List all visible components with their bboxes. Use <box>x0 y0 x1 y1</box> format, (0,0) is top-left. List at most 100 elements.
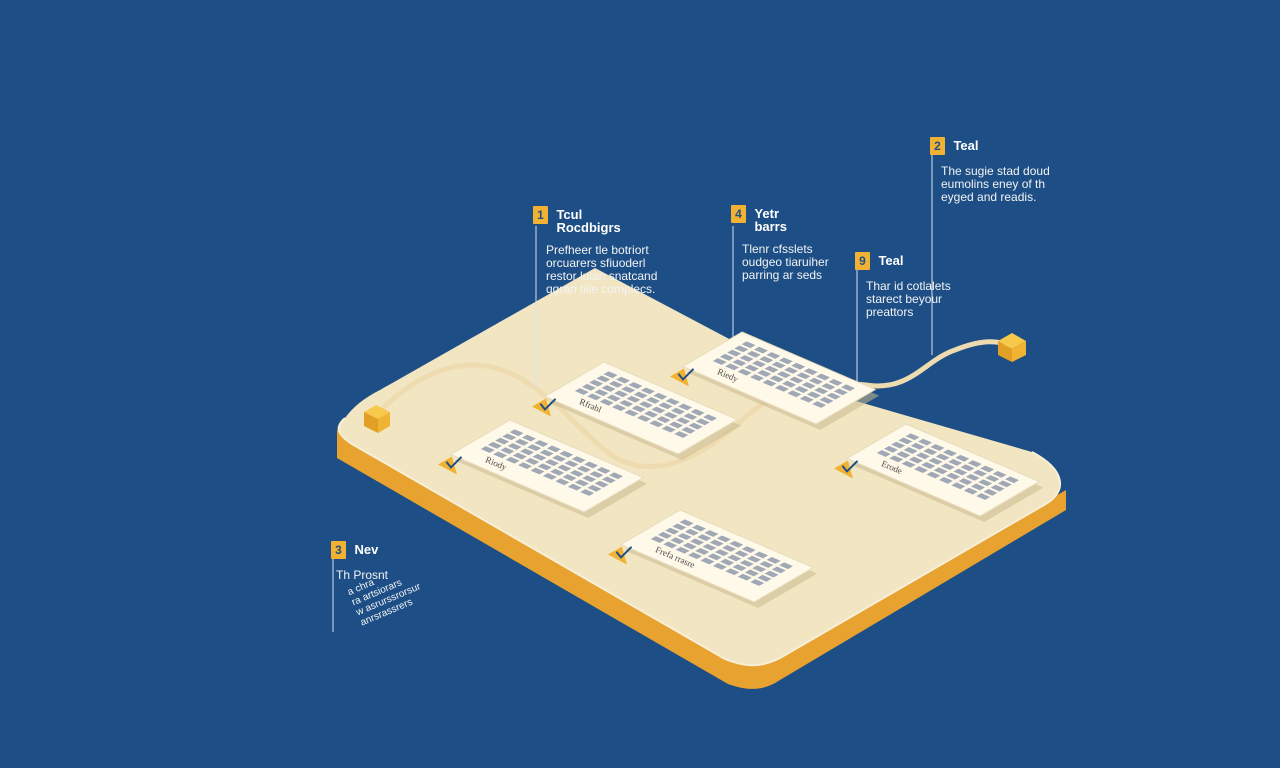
calendar-cell <box>741 341 756 349</box>
calendar-cell <box>891 441 906 449</box>
calendar-cell <box>916 452 930 460</box>
calendar-cell <box>665 527 680 535</box>
platform <box>337 268 1066 689</box>
calendar-cell <box>801 381 816 389</box>
calendar-cell <box>905 433 920 441</box>
calendar-cell <box>951 482 966 490</box>
calendar-cell <box>505 456 520 464</box>
callout-title: Tcul Rocdbigrs <box>556 207 621 235</box>
callout-body: Thar id cotlalets starect beyour preatto… <box>866 279 951 319</box>
calendar-cell <box>764 570 779 578</box>
check-flag <box>531 398 551 417</box>
calendar-cell <box>550 468 565 476</box>
calendar-cell <box>537 463 552 471</box>
calendar-cell <box>750 579 765 586</box>
calendar-cell <box>594 389 609 397</box>
callout-title: Yetr barrs <box>754 206 787 234</box>
calendar-cell <box>658 402 673 410</box>
calendar-cell <box>709 539 724 547</box>
platform-rim <box>337 417 1061 667</box>
calendar-cell <box>814 387 829 395</box>
check-flag <box>607 546 627 565</box>
calendar-cell <box>522 434 536 442</box>
calendar-cell <box>764 365 779 373</box>
schedule-card: Frefa rrasre <box>607 509 818 609</box>
calendar-cell <box>771 361 786 369</box>
callout-title: Teal <box>953 138 979 153</box>
schedule-card: Riedy <box>669 331 880 431</box>
calendar-cell <box>695 418 710 426</box>
calendar-cell <box>663 411 678 419</box>
calendar-cell <box>559 450 574 458</box>
calendar-cell <box>596 375 611 383</box>
calendar-cell <box>732 359 747 367</box>
calendar-cell <box>776 371 791 379</box>
schedule-card: Riody <box>437 419 648 519</box>
calendar-cell <box>651 406 666 414</box>
step-badge: 1 <box>533 206 548 224</box>
calendar-cell <box>674 431 689 438</box>
calendar-cell <box>546 445 561 453</box>
calendar-cell <box>958 478 973 485</box>
calendar-cell <box>599 398 614 406</box>
calendar-cell <box>665 398 680 405</box>
calendar-cell <box>720 353 734 361</box>
callout-body: Prefheer tle botriort orcuarers sfiuoder… <box>546 243 658 296</box>
calendar-cell <box>495 437 510 445</box>
calendar-cell <box>569 469 584 477</box>
calendar-cell <box>946 472 961 480</box>
callout-2: 4 Yetr barrs Tlenr cfsslets oudgeo tiaru… <box>731 205 829 282</box>
calendar-cell <box>759 356 774 364</box>
calendar-cell <box>702 543 717 551</box>
calendar-cell <box>985 475 1000 482</box>
calendar-cell <box>942 449 957 457</box>
calendar-cell <box>638 401 653 409</box>
calendar-cell <box>612 404 627 412</box>
calendar-cell <box>621 386 636 394</box>
calendar-cell <box>692 524 706 532</box>
calendar-cell <box>564 460 579 468</box>
calendar-cell <box>700 557 715 565</box>
calendar-cell <box>514 438 529 446</box>
calendar-cell <box>539 449 554 457</box>
calendar-cell <box>603 371 618 379</box>
callout-4: 2 Teal The sugie stad doud eumolins eney… <box>930 137 1050 204</box>
calendar-cell <box>488 441 502 449</box>
calendar-cell <box>930 444 945 451</box>
calendar-cell <box>707 553 722 561</box>
calendar-cell <box>493 451 508 459</box>
calendar-cell <box>661 425 676 433</box>
calendar-cell <box>884 445 898 453</box>
calendar-cell <box>796 372 811 380</box>
calendar-cell <box>750 374 765 382</box>
calendar-cell <box>672 523 687 531</box>
calendar-cell <box>507 443 522 450</box>
calendar-cell <box>983 488 998 496</box>
check-flag <box>833 460 853 479</box>
calendar-cell <box>744 364 759 372</box>
calendar-cell <box>633 391 648 399</box>
calendar-cell <box>589 471 604 478</box>
calendar-cell <box>889 455 904 463</box>
calendar-cell <box>992 470 1007 478</box>
calendar-cell <box>596 466 611 474</box>
calendar-cell <box>688 422 703 430</box>
calendar-cell <box>525 458 540 465</box>
calendar-cell <box>816 373 831 381</box>
calendar-cell <box>683 413 698 420</box>
calendar-cell <box>1005 476 1019 484</box>
calendar-cell <box>910 442 925 450</box>
step-badge: 4 <box>731 205 746 223</box>
calendar-cell <box>921 462 936 469</box>
calendar-cell <box>769 375 784 383</box>
calendar-cell <box>681 426 696 434</box>
calendar-cell <box>628 382 643 389</box>
step-badge: 9 <box>855 252 870 270</box>
calendar-cell <box>903 447 918 454</box>
calendar-cell <box>576 465 591 473</box>
calendar-cell <box>807 391 821 399</box>
check-flag <box>437 456 457 475</box>
